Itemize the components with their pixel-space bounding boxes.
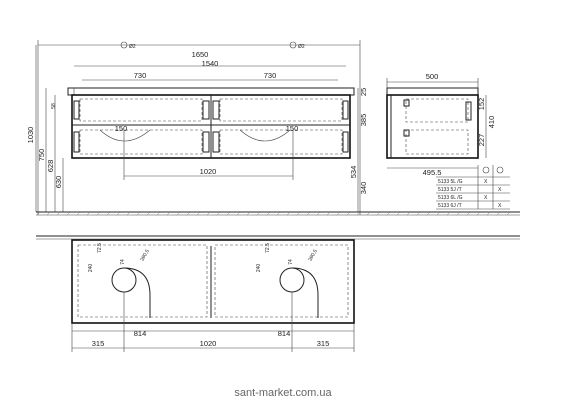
basin-recess-left	[123, 267, 151, 318]
dim-150-right: 150	[286, 124, 299, 133]
variant-mark-0: X	[484, 179, 488, 185]
top-view: 72.5 240 74 390.5 72.5 240 74 390.5 814 …	[36, 235, 520, 352]
variants-table: 5133 5L /G X 5133 5J /T X 5133 6L /G X 5…	[436, 165, 510, 210]
dim-150-left: 150	[115, 124, 128, 133]
fitting-5	[73, 131, 80, 153]
dim-725-left: 72.5	[97, 243, 103, 253]
table-symbol-1	[482, 166, 490, 174]
front-view: 1650 Ø2 Ø2 1540 730 730	[26, 40, 520, 216]
dim-227: 227	[477, 134, 486, 147]
dim-240-right: 240	[256, 264, 262, 273]
variant-code-2: 5133 6L /G	[438, 195, 463, 201]
variant-code-3: 5133 6J /T	[438, 203, 462, 209]
dim-74-left: 74	[120, 259, 126, 265]
side-body	[386, 94, 479, 159]
dim-1020-bottom: 1020	[200, 339, 217, 348]
variant-mark-1: X	[498, 187, 502, 193]
basin-right	[279, 267, 305, 293]
dim-152: 152	[477, 98, 486, 111]
fitting-2	[202, 100, 210, 120]
fitting-4	[342, 100, 349, 120]
drain-label-left: Ø2	[129, 44, 136, 50]
drawer-top-left	[79, 98, 203, 122]
drain-symbol-right	[289, 41, 297, 49]
drain-label-right: Ø2	[298, 44, 305, 50]
side-fitting-2	[403, 129, 410, 137]
dim-500: 500	[426, 72, 439, 81]
basin-recess-right	[291, 267, 319, 318]
top-countertop	[71, 239, 355, 324]
countertop	[67, 87, 355, 96]
side-fitting-1	[403, 99, 410, 107]
fitting-1	[73, 100, 80, 120]
drawer-top-right	[219, 98, 343, 122]
table-symbol-2	[496, 166, 504, 174]
siphon-recess-right	[239, 129, 291, 142]
dim-4955: 495.5	[423, 168, 442, 177]
drawer-bottom-right	[219, 129, 343, 155]
drawer-bottom-left	[79, 129, 203, 155]
dim-1030: 1030	[26, 127, 35, 144]
dim-1020-front: 1020	[200, 167, 217, 176]
watermark: sant-market.com.ua	[234, 387, 332, 399]
siphon-recess-left	[99, 129, 151, 142]
dim-3905-right: 390.5	[307, 248, 319, 262]
dim-74-right: 74	[288, 259, 294, 265]
dim-1540: 1540	[202, 59, 219, 68]
basin-left	[111, 267, 137, 293]
dim-410: 410	[487, 116, 496, 129]
dim-814-left: 814	[134, 329, 147, 338]
dim-385: 385	[359, 114, 368, 127]
variant-code-0: 5133 5L /G	[438, 179, 463, 185]
side-drawer-bottom	[405, 129, 469, 155]
variant-code-1: 5133 5J /T	[438, 187, 462, 193]
dim-630: 630	[54, 176, 63, 189]
drain-symbol-left	[120, 41, 128, 49]
fitting-3	[212, 100, 220, 120]
top-cabinet-left	[77, 244, 208, 318]
variant-mark-3: X	[498, 203, 502, 209]
dim-58: 58	[51, 103, 57, 109]
floor-hatch	[36, 211, 511, 216]
dim-315-left: 315	[92, 339, 105, 348]
dim-814-right: 814	[278, 329, 291, 338]
dim-315-right: 315	[317, 339, 330, 348]
side-view: 500 495.5 152 410 227	[386, 72, 496, 177]
dim-534: 534	[349, 166, 358, 179]
fitting-8	[342, 131, 349, 153]
fitting-6	[202, 131, 210, 153]
dim-25: 25	[359, 88, 368, 96]
dim-628: 628	[46, 160, 55, 173]
side-fitting-3	[465, 101, 472, 121]
dim-240-left: 240	[88, 264, 94, 273]
dim-730-right: 730	[264, 71, 277, 80]
dim-3905-left: 390.5	[139, 248, 151, 262]
dim-340: 340	[359, 182, 368, 195]
dim-1650: 1650	[192, 50, 209, 59]
variant-mark-2: X	[484, 195, 488, 201]
side-countertop	[386, 87, 479, 96]
dim-730-left: 730	[134, 71, 147, 80]
fitting-7	[212, 131, 220, 153]
side-drawer-top	[405, 98, 469, 123]
top-cabinet-right	[214, 244, 349, 318]
dim-725-right: 72.5	[265, 243, 271, 253]
dim-750: 750	[37, 149, 46, 162]
